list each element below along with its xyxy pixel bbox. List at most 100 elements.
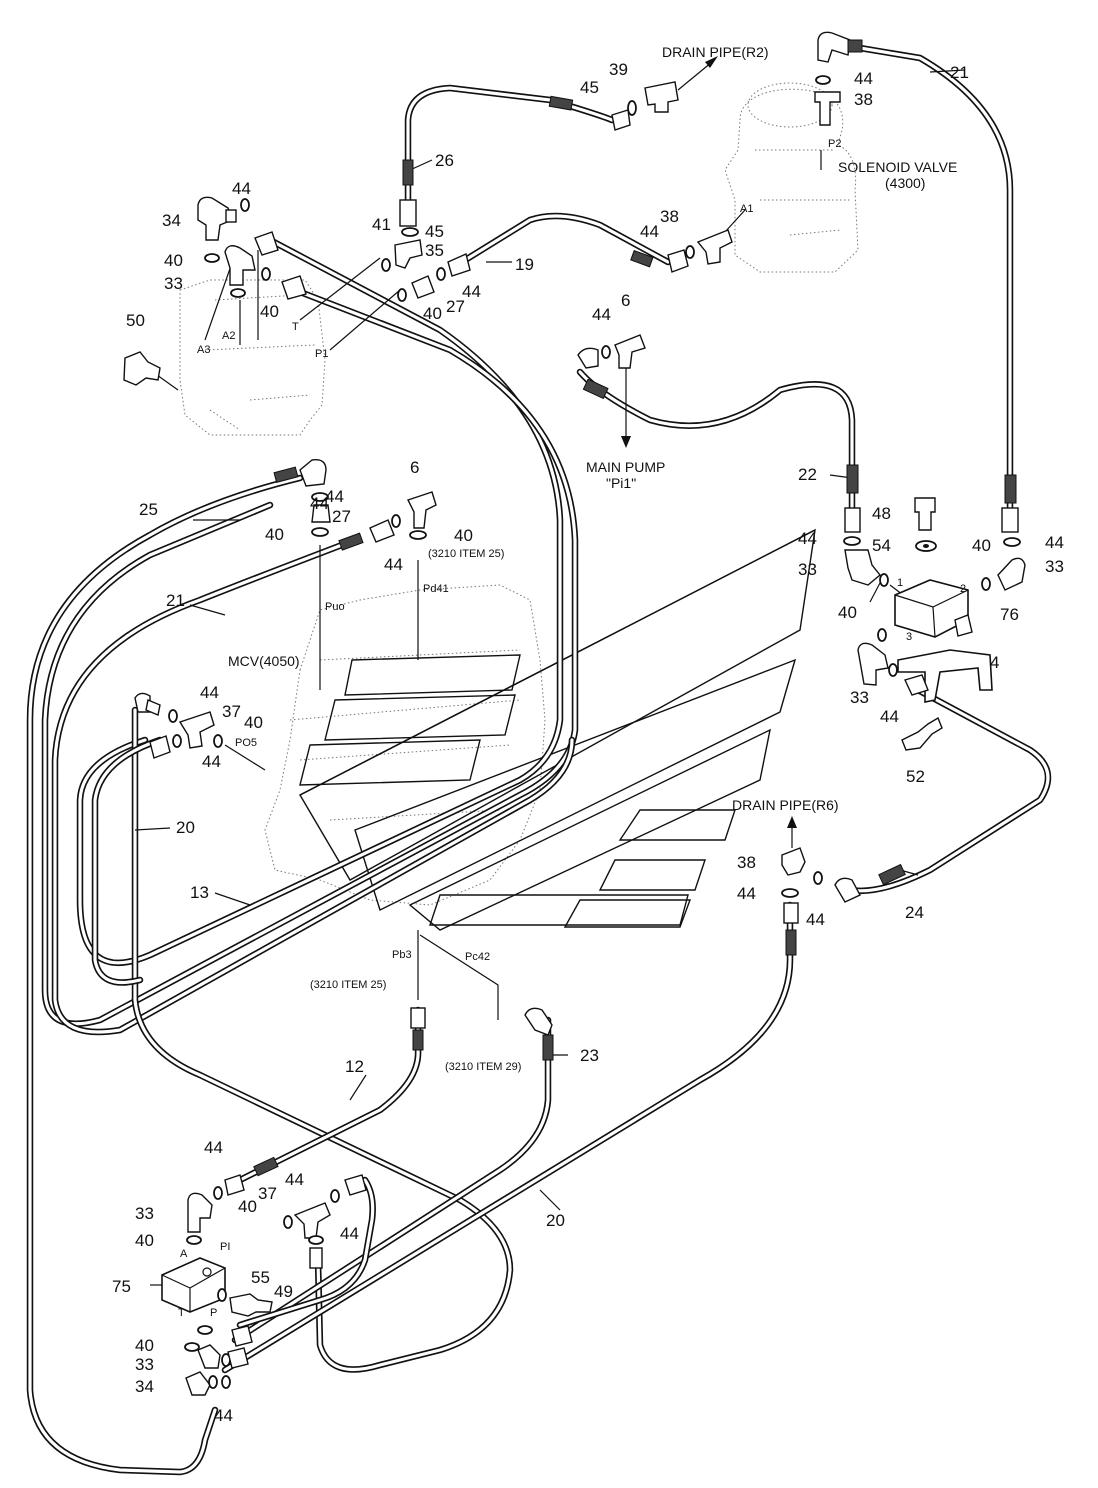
callout: 33 [135, 1204, 154, 1223]
port-label: Pc42 [465, 951, 490, 963]
callout: 33 [798, 560, 817, 579]
callout: 6 [410, 458, 419, 477]
callout: 33 [164, 274, 183, 293]
port-label: A2 [222, 330, 235, 342]
callout: 44 [384, 555, 403, 574]
port-label: A3 [197, 344, 210, 356]
note-main-pump: MAIN PUMP [586, 459, 665, 475]
port-label: P [210, 1307, 217, 1319]
port-label: Pb3 [392, 949, 412, 961]
port-label: T [178, 1307, 185, 1319]
left-valve-block-outline [179, 279, 326, 436]
port-label: PO5 [235, 737, 257, 749]
callout: 44 [232, 179, 251, 198]
callout: 25 [139, 500, 158, 519]
solenoid-valve-outline [724, 82, 859, 273]
callout: 40 [135, 1231, 154, 1250]
hoses [26, 44, 1052, 1476]
leader-lines [134, 69, 981, 1286]
callout: 40 [838, 603, 857, 622]
note-main-pump-pi1: "Pi1" [606, 475, 636, 491]
callout: 38 [737, 853, 756, 872]
callout: 44 [214, 1406, 233, 1425]
callout: 44 [854, 69, 873, 88]
callout: 40 [238, 1197, 257, 1216]
logo-watermark [299, 528, 816, 931]
callout: 49 [274, 1282, 293, 1301]
callout: 44 [880, 707, 899, 726]
callout: 44 [310, 494, 329, 513]
callout: 26 [435, 151, 454, 170]
note-solenoid-valve: SOLENOID VALVE [838, 159, 957, 175]
callout: 55 [251, 1268, 270, 1287]
callout: 19 [515, 255, 534, 274]
callout: 22 [798, 465, 817, 484]
callout: 44 [462, 282, 481, 301]
callout: 45 [580, 78, 599, 97]
port-label: Puo [325, 601, 345, 613]
annotations: DRAIN PIPE(R2) SOLENOID VALVE (4300) MAI… [228, 44, 957, 1073]
callout: 45 [425, 222, 444, 241]
callout: 34 [162, 211, 181, 230]
arrows [621, 56, 797, 828]
callout: 40 [135, 1336, 154, 1355]
port-label: P1 [315, 348, 328, 360]
fittings [123, 31, 1026, 1396]
callout: 40 [164, 251, 183, 270]
callout: 20 [176, 818, 195, 837]
port-label: T [292, 321, 299, 333]
callout: 44 [640, 222, 659, 241]
callout: 50 [126, 311, 145, 330]
port-label: Pd41 [423, 583, 449, 595]
note-mcv: MCV(4050) [228, 653, 300, 669]
callout: 34 [135, 1377, 154, 1396]
callout: 44 [806, 910, 825, 929]
callout: 40 [972, 536, 991, 555]
port-label: A [180, 1248, 188, 1260]
note-drain-r2: DRAIN PIPE(R2) [662, 44, 769, 60]
note-item25-b: (3210 ITEM 25) [310, 979, 386, 991]
callout: 12 [345, 1057, 364, 1076]
note-drain-r6: DRAIN PIPE(R6) [732, 797, 839, 813]
callout: 48 [872, 504, 891, 523]
port-label: A1 [740, 203, 753, 215]
callout: 44 [737, 884, 756, 903]
callout: 21 [950, 63, 969, 82]
callout: 6 [621, 291, 630, 310]
port-labels: P2 A1 T P1 A3 A2 Puo Pd41 PO5 Pb3 Pc42 1… [178, 138, 966, 1319]
note-item29: (3210 ITEM 29) [445, 1061, 521, 1073]
port-label: P2 [828, 138, 841, 150]
callout: 24 [905, 903, 924, 922]
callout: 76 [1000, 605, 1019, 624]
callout: 4 [990, 653, 999, 672]
callout: 27 [446, 297, 465, 316]
callout: 27 [332, 507, 351, 526]
callout: 75 [112, 1277, 131, 1296]
part-callouts: 39 45 21 44 38 26 44 34 41 45 35 19 44 3… [112, 60, 1064, 1425]
callout: 38 [660, 207, 679, 226]
callout: 38 [854, 90, 873, 109]
callout: 44 [202, 752, 221, 771]
callout: 41 [372, 215, 391, 234]
callout: 44 [325, 487, 344, 506]
callout: 40 [260, 302, 279, 321]
callout: 33 [850, 688, 869, 707]
callout: 37 [222, 702, 241, 721]
callout: 44 [340, 1224, 359, 1243]
callout: 21 [166, 591, 185, 610]
callout: 44 [1045, 533, 1064, 552]
note-solenoid-code: (4300) [885, 175, 925, 191]
callout: 20 [546, 1211, 565, 1230]
port-label: 2 [960, 583, 966, 595]
callout: 13 [190, 883, 209, 902]
callout: 40 [423, 304, 442, 323]
callout: 35 [425, 241, 444, 260]
callout: 52 [906, 767, 925, 786]
callout: 44 [798, 529, 817, 548]
callout: 40 [454, 526, 473, 545]
callout: 44 [592, 305, 611, 324]
callout: 54 [872, 536, 891, 555]
note-item25-a: (3210 ITEM 25) [428, 548, 504, 560]
port-label: 3 [906, 631, 912, 643]
